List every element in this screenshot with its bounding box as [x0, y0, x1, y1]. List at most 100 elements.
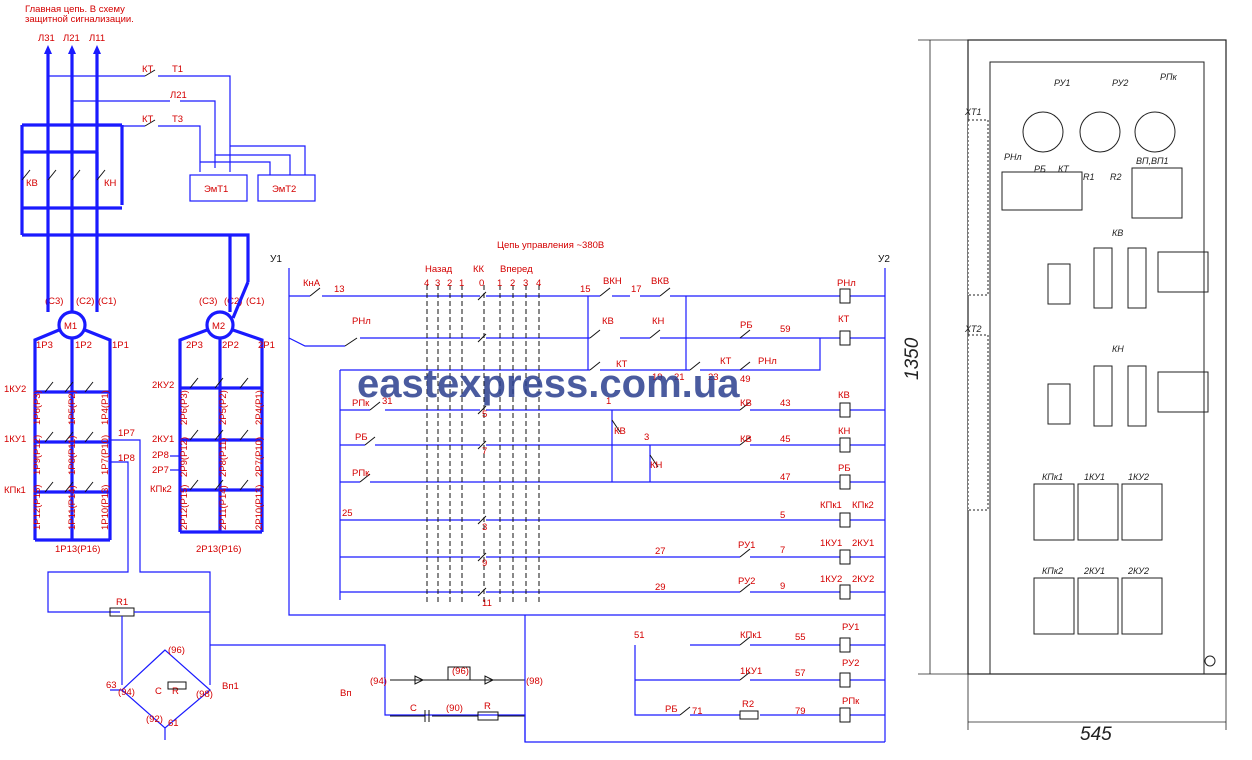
m1-c1: (С1) [98, 296, 116, 307]
coil-1ku2: 1КУ2 [820, 574, 842, 585]
r1-ku1: 1КУ1 [4, 434, 26, 445]
lbl-79: 79 [795, 706, 806, 717]
coil-rb: РБ [838, 463, 851, 474]
r2-v7: 2Р12(Р15) [179, 485, 190, 530]
coil-rpk: РПк [842, 696, 860, 707]
m1-c3: (С3) [45, 296, 63, 307]
lbl-19: 19 [652, 372, 663, 383]
emt2-label: ЭмТ2 [272, 184, 296, 195]
lbl-r2: R2 [742, 699, 754, 710]
kk-b2: 2 [447, 278, 452, 289]
coil-rnl: РНл [837, 278, 856, 289]
panel-r1: R1 [1083, 172, 1095, 182]
lbl-47: 47 [780, 472, 791, 483]
lbl-kna: КнА [303, 278, 321, 289]
m2-c1: (С1) [246, 296, 264, 307]
bridge-c2: C [410, 703, 417, 714]
panel-rpk: РПк [1160, 72, 1178, 82]
r2-ku2: 2КУ2 [152, 380, 174, 391]
rotor2-resistors: 2Р3 2Р2 2Р1 2КУ2 2КУ1 КПк2 2Р8 2Р7 2Р13(… [47, 340, 275, 613]
r1-v8: 1Р11(Р14) [67, 485, 78, 530]
lbl-21: 21 [674, 372, 685, 383]
coil-1ku1: 1КУ1 [820, 538, 842, 549]
kk-0: 0 [479, 278, 484, 289]
r1-p7: 1Р7 [118, 428, 135, 439]
lbl-kv2: КВ [740, 398, 752, 409]
m2-c2: (С2) [224, 296, 242, 307]
coil-2ku2: 2КУ2 [852, 574, 874, 585]
bridge-92: (92) [146, 714, 163, 725]
panel-xt2: ХТ2 [964, 324, 982, 334]
lbl-rpk: РПк [352, 398, 370, 409]
coil-ru1: РУ1 [842, 622, 859, 633]
panel-ru1: РУ1 [1054, 78, 1070, 88]
control-title: Цепь управления ~380В [497, 240, 604, 251]
r1-p1: 1Р1 [112, 340, 129, 351]
r2-ku1: 2КУ1 [152, 434, 174, 445]
kn-main-label: КН [104, 178, 117, 189]
coil-2ku1: 2КУ1 [852, 538, 874, 549]
r1-p8: 1Р8 [118, 453, 135, 464]
panel-kt: КТ [1058, 164, 1070, 174]
lbl-31: 31 [382, 396, 393, 407]
lbl-7b: 7 [780, 545, 785, 556]
r1-ku2: 1КУ2 [4, 384, 26, 395]
r2-v6: 2Р7(Р10) [254, 437, 265, 477]
panel-ku1b: 2КУ1 [1083, 566, 1105, 576]
motor-m1: (С3) (С2) (С1) М1 [33, 285, 116, 542]
lbl-ku1c: 1КУ1 [740, 666, 762, 677]
lbl-55: 55 [795, 632, 806, 643]
kk-fwd: Вперед [500, 264, 533, 275]
r2-p3: 2Р3 [186, 340, 203, 351]
r1-p3: 1Р3 [36, 340, 53, 351]
bridge-r1: R1 [116, 597, 128, 608]
lbl-3b: 3 [482, 522, 487, 533]
dim-height: 1350 [902, 337, 923, 380]
kv-main-label: КВ [26, 178, 38, 189]
r1-v4: 1Р9(Р12) [32, 435, 43, 475]
lbl-rb: РБ [740, 320, 753, 331]
lbl-27: 27 [655, 546, 666, 557]
coil-kt: КТ [838, 314, 850, 325]
r1-p13: 1Р13(Р16) [55, 544, 100, 555]
coil-kv: КВ [838, 390, 850, 401]
r1-v7: 1Р12(Р15) [32, 485, 43, 530]
coil-kpk1: КПк1 [820, 500, 842, 511]
lbl-rb3: РБ [665, 704, 678, 715]
lbl-7: 7 [482, 446, 487, 457]
m2-c3: (С3) [199, 296, 217, 307]
r2-v8: 2Р11(Р14) [218, 485, 229, 530]
r1-v6: 1Р7(Р10) [100, 435, 111, 475]
lbl-rpk2: РПк [352, 468, 370, 479]
lbl-71: 71 [692, 706, 703, 717]
kk-b3: 3 [435, 278, 440, 289]
bridge-c: C [155, 686, 162, 697]
bridge-rectifier: R1 63 (94) (96) (98) (92) 61 C R Вп1 Вп … [106, 597, 885, 743]
r2-p8: 2Р8 [152, 450, 169, 461]
main-circuit-title: Главная цепь. В схему [25, 4, 125, 15]
lbl-kv: КВ [602, 316, 614, 327]
r1-v5: 1Р8(Р11) [67, 436, 78, 475]
kt-main-label-2: КТ [142, 114, 154, 125]
r2-v2: 2Р5(Р2) [218, 390, 229, 425]
lbl-5: 5 [482, 409, 487, 420]
kk-f1: 1 [497, 278, 502, 289]
bridge-r: R [172, 686, 179, 697]
t3-label: Т3 [172, 114, 183, 125]
kk-b1: 1 [459, 278, 464, 289]
bridge-96b: (96) [452, 666, 469, 677]
lbl-kv4: КВ [740, 434, 752, 445]
lbl-1: 1 [606, 396, 611, 407]
kk-b4: 4 [424, 278, 429, 289]
r2-p2: 2Р2 [222, 340, 239, 351]
bridge-vp1: Вп1 [222, 681, 239, 692]
lbl-kn2: КН [650, 460, 663, 471]
panel-ku2b: 2КУ2 [1127, 566, 1149, 576]
r1-v1: 1Р6(Р3) [32, 390, 43, 425]
lbl-49: 49 [740, 374, 751, 385]
panel-xt1: ХТ1 [964, 107, 982, 117]
motor-m2: (С3) (С2) (С1) М2 [178, 235, 264, 534]
rotor1-resistors: 1Р3 1Р2 1Р1 1КУ2 1КУ1 КПк1 1Р7 1Р8 1Р13(… [4, 340, 135, 555]
lbl-29: 29 [655, 582, 666, 593]
